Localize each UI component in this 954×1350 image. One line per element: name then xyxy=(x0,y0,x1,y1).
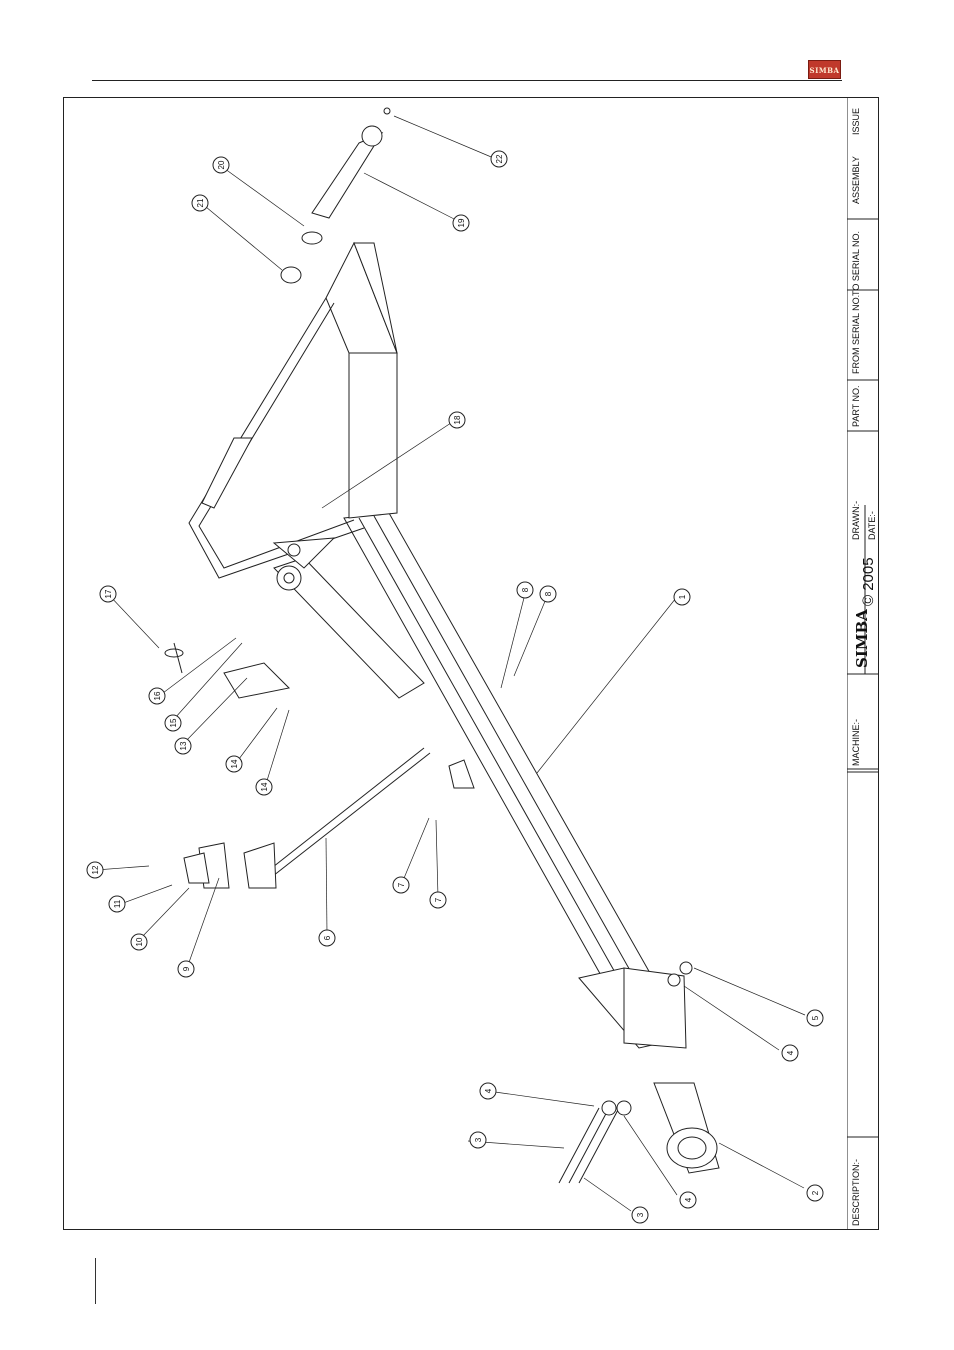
simba-logo: SIMBA xyxy=(853,609,871,668)
item-balloon: 4 xyxy=(680,1192,696,1208)
svg-text:8: 8 xyxy=(544,591,553,596)
item-balloon: 1 xyxy=(674,589,690,605)
item-balloon: 21 xyxy=(192,195,208,211)
assembly-label: ASSEMBLY xyxy=(851,156,861,204)
item-balloon: 5 xyxy=(807,1010,823,1026)
svg-text:11: 11 xyxy=(113,899,122,908)
footer-rule xyxy=(95,1258,96,1304)
svg-text:21: 21 xyxy=(196,198,205,207)
svg-text:12: 12 xyxy=(91,865,100,874)
item-balloon: 4 xyxy=(782,1045,798,1061)
svg-text:2: 2 xyxy=(811,1190,820,1195)
header-rule xyxy=(92,80,842,81)
description-label: DESCRIPTION:- xyxy=(851,1159,861,1226)
side-frame xyxy=(189,298,364,578)
svg-text:4: 4 xyxy=(786,1050,795,1055)
item-balloon: 13 xyxy=(175,738,191,754)
svg-text:7: 7 xyxy=(397,882,406,887)
svg-text:19: 19 xyxy=(457,218,466,227)
upper-box-section xyxy=(326,243,397,518)
svg-text:4: 4 xyxy=(484,1088,493,1093)
svg-text:20: 20 xyxy=(217,160,226,169)
item-balloon: 7 xyxy=(393,877,409,893)
machine-label: MACHINE:- xyxy=(851,719,861,766)
stand-rod xyxy=(184,748,430,888)
svg-text:17: 17 xyxy=(104,589,113,598)
to-serial-label: TO SERIAL NO. xyxy=(851,231,861,296)
item-balloon: 16 xyxy=(149,688,165,704)
item-balloon: 14 xyxy=(226,756,242,772)
item-balloon: 19 xyxy=(453,215,469,231)
svg-text:5: 5 xyxy=(811,1015,820,1020)
svg-text:8: 8 xyxy=(521,587,530,592)
item-balloon: 8 xyxy=(517,582,533,598)
item-balloon: 8 xyxy=(540,586,556,602)
drawn-label: DRAWN:- xyxy=(851,501,861,540)
from-serial-label: FROM SERIAL NO. xyxy=(851,295,861,374)
item-balloon: 18 xyxy=(449,412,465,428)
svg-text:1: 1 xyxy=(678,594,687,599)
item-balloon: 7 xyxy=(430,892,446,908)
item-balloon: 2 xyxy=(807,1185,823,1201)
brand-logo: SIMBA xyxy=(808,60,841,79)
hitch-eye xyxy=(654,1083,719,1173)
svg-text:14: 14 xyxy=(260,782,269,791)
copyright-text: © 2005 xyxy=(860,557,877,606)
svg-text:10: 10 xyxy=(135,937,144,946)
svg-text:9: 9 xyxy=(182,966,191,971)
issue-label: ISSUE xyxy=(851,108,861,135)
svg-text:18: 18 xyxy=(453,415,462,424)
item-balloon: 12 xyxy=(87,862,103,878)
item-balloon: 10 xyxy=(131,934,147,950)
part-no-label: PART NO. xyxy=(851,385,861,427)
item-balloon: 3 xyxy=(632,1207,648,1223)
item-balloon: 20 xyxy=(213,157,229,173)
svg-text:3: 3 xyxy=(636,1212,645,1217)
svg-text:4: 4 xyxy=(684,1197,693,1202)
item-balloon: 6 xyxy=(319,930,335,946)
svg-text:7: 7 xyxy=(434,897,443,902)
item-balloon: 17 xyxy=(100,586,116,602)
svg-text:16: 16 xyxy=(153,691,162,700)
item-balloon: 11 xyxy=(109,896,125,912)
item-balloon: 3 xyxy=(470,1132,486,1148)
item-balloon: 22 xyxy=(491,151,507,167)
exploded-assembly-drawing: 1 2 3 3 4 4 4 5 6 7 7 8 8 9 10 11 12 13 … xyxy=(64,98,846,1229)
date-label: DATE:- xyxy=(867,511,877,540)
item-balloon: 4 xyxy=(480,1083,496,1099)
svg-text:6: 6 xyxy=(323,935,332,940)
svg-text:3: 3 xyxy=(474,1137,483,1142)
item-balloon: 9 xyxy=(178,961,194,977)
svg-text:15: 15 xyxy=(169,718,178,727)
svg-text:13: 13 xyxy=(179,741,188,750)
item-balloon: 14 xyxy=(256,779,272,795)
item-balloon: 15 xyxy=(165,715,181,731)
svg-text:22: 22 xyxy=(495,154,504,163)
svg-text:14: 14 xyxy=(230,759,239,768)
